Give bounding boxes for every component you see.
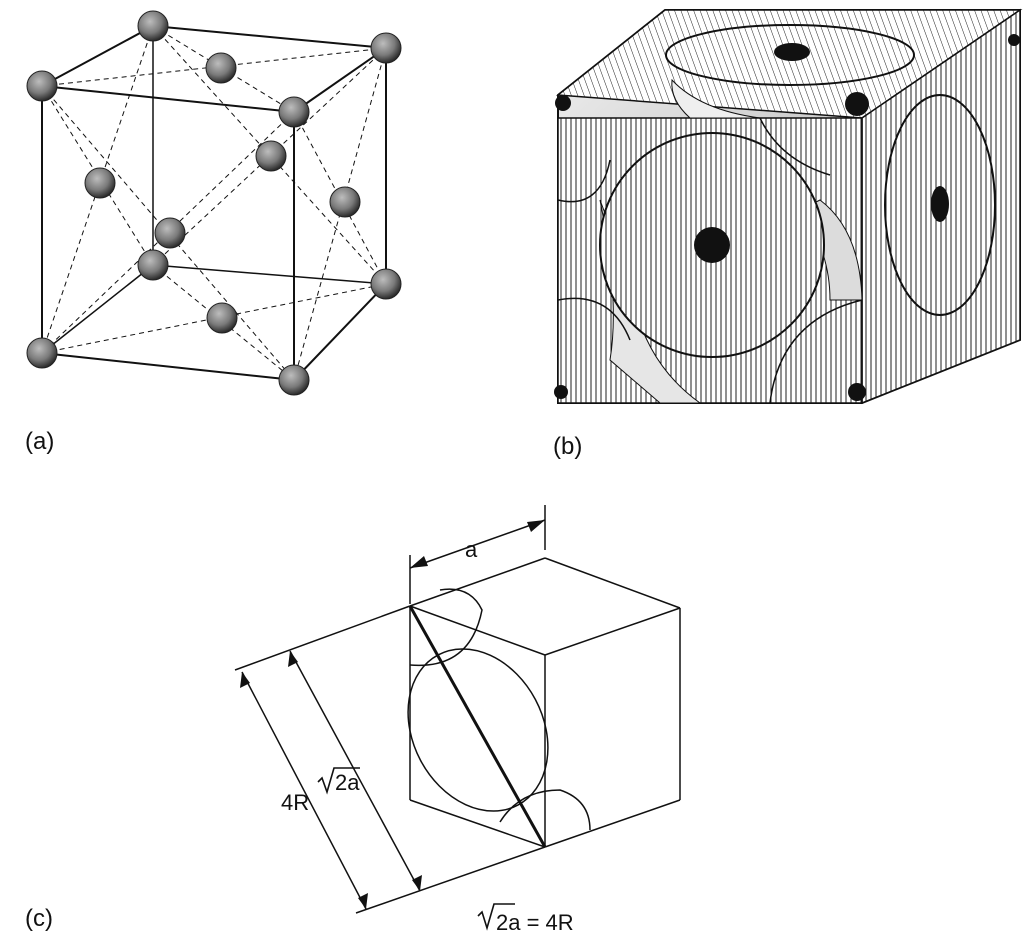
atom-center-dot	[694, 227, 730, 263]
corner-atom	[26, 337, 58, 369]
sphere-arcs	[769, 299, 863, 404]
formula-label: 2a = 4R	[477, 903, 574, 935]
panel-b-label: (b)	[553, 433, 583, 460]
sphere-arcs	[557, 159, 611, 203]
corner-atom-dot	[845, 92, 869, 116]
sphere-arcs	[759, 117, 831, 176]
svg-text:2a: 2a	[335, 770, 360, 795]
corner-atom	[137, 10, 169, 42]
edge-length-label: a	[465, 537, 478, 562]
atom-center-dot	[774, 43, 810, 61]
corner-atom	[278, 364, 310, 396]
dimension-2a-line	[289, 650, 421, 892]
face-atom	[206, 302, 238, 334]
sphere-arcs	[557, 297, 631, 341]
arrowheads	[240, 520, 545, 909]
panel-c-face-diagonal	[234, 505, 681, 914]
panel-b-hard-sphere-cell	[554, 8, 1023, 405]
atoms	[26, 10, 402, 396]
face-atom	[205, 52, 237, 84]
cube-outline	[409, 557, 681, 848]
panel-c-label: (c)	[25, 905, 53, 932]
face-spheres	[407, 588, 591, 831]
dimension-ext	[355, 846, 546, 914]
atom-center-dot	[931, 186, 949, 222]
corner-atom-dot	[555, 95, 571, 111]
dimension-ext	[234, 605, 411, 671]
top-sphere-side	[671, 78, 761, 119]
face-atom	[84, 167, 116, 199]
corner-atom	[137, 249, 169, 281]
corner-atom	[278, 96, 310, 128]
face-atom	[255, 140, 287, 172]
panel-a-fcc-cell	[26, 10, 402, 396]
corner-atom-dot	[554, 385, 568, 399]
corner-atom	[26, 70, 58, 102]
face-diagonal-line	[408, 605, 547, 848]
panel-a-label: (a)	[25, 428, 55, 455]
face-atom	[329, 186, 361, 218]
corner-atom-dot	[1008, 34, 1020, 46]
svg-text:2a = 4R: 2a = 4R	[496, 910, 574, 935]
corner-atom	[370, 268, 402, 300]
corner-atom	[370, 32, 402, 64]
face-atom	[154, 217, 186, 249]
root2a-label: 2a	[317, 767, 360, 795]
four-r-label: 4R	[281, 790, 309, 815]
corner-sphere-top	[409, 588, 483, 667]
dimension-4R-line	[241, 671, 367, 910]
dimension-a-line	[409, 519, 546, 569]
cell-edges	[41, 25, 387, 381]
corner-atom-dot	[848, 383, 866, 401]
corner-sphere-bottom	[499, 789, 591, 831]
